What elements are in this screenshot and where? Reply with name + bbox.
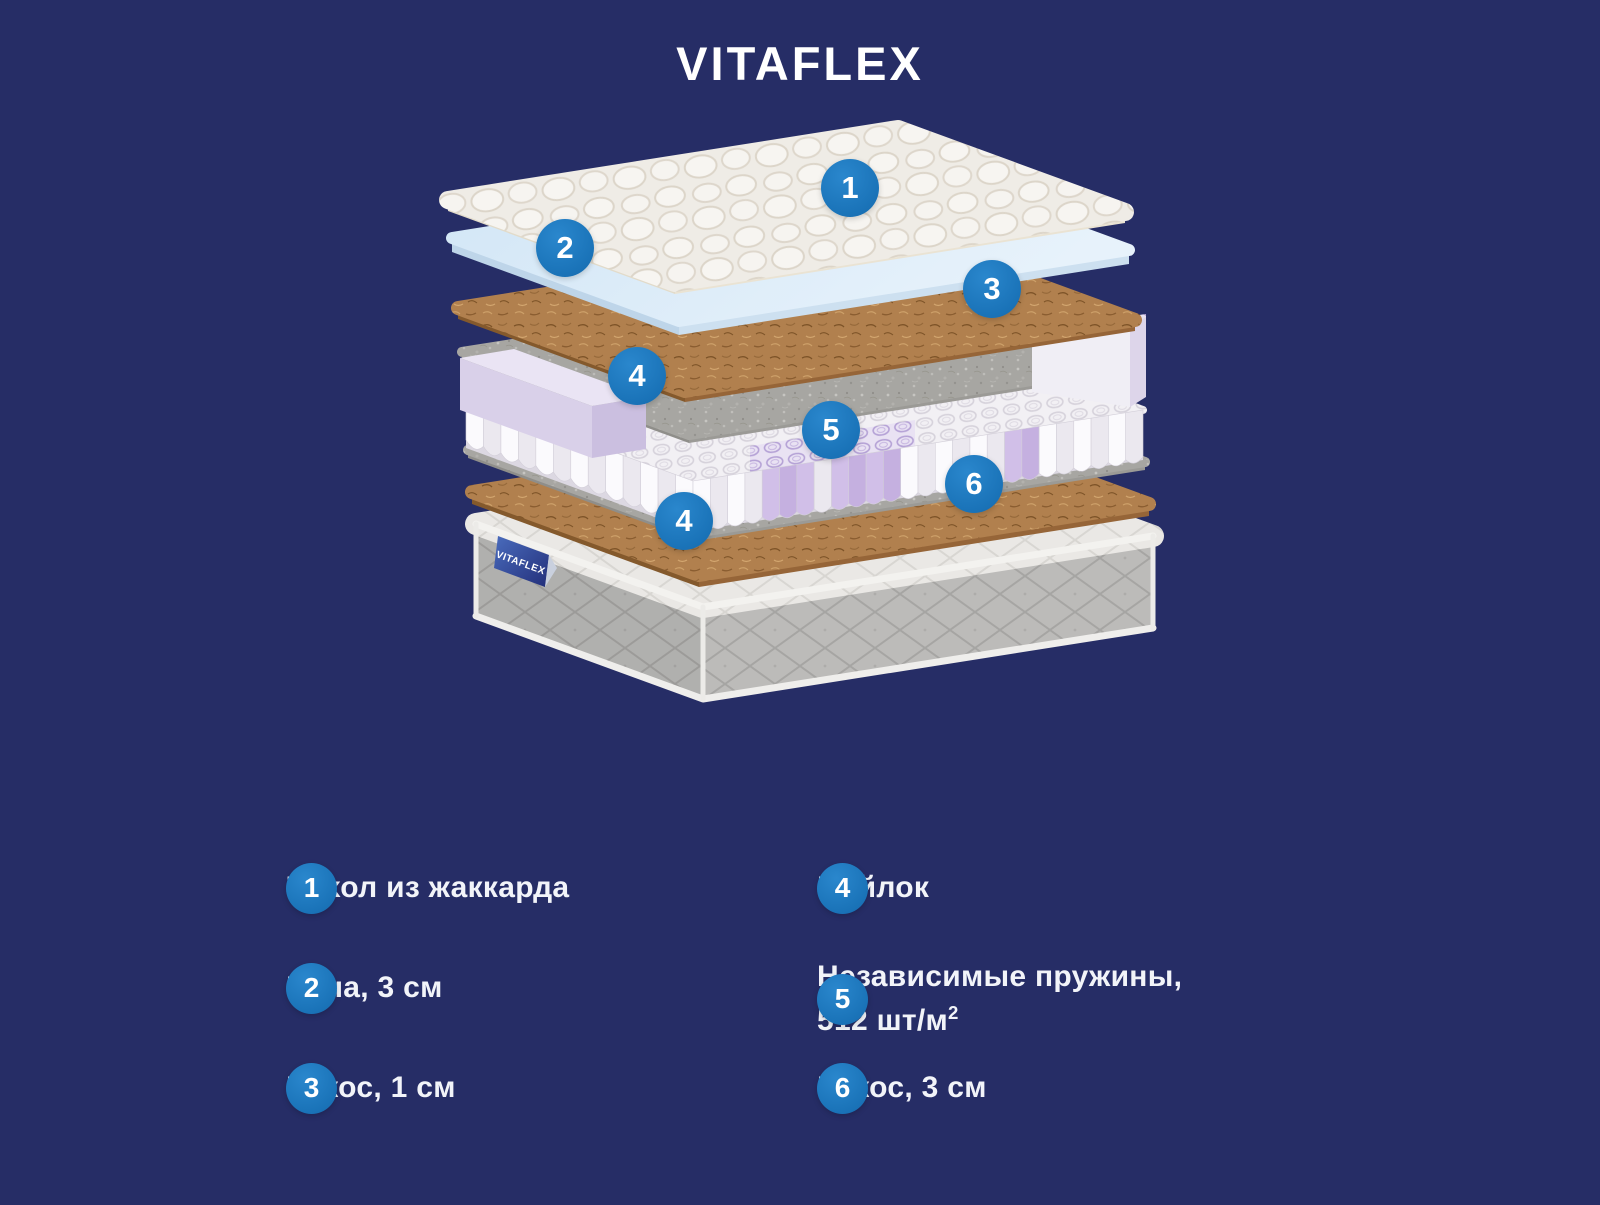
legend-badge-4: 4 [817,862,868,914]
legend-item-2: 2 Пена, 3 см [286,962,443,1014]
legend-badge-1: 1 [286,862,337,914]
brand-logo: VITAFLEX [676,37,924,90]
legend-item-4: 4 Войлок [817,862,929,914]
legend-item-5: 5 Независимые пружины,512 шт/м2 [817,959,1182,1039]
diagram-badge-2: 2 [536,219,594,277]
legend-label-5: Независимые пружины,512 шт/м2 [817,960,1183,1037]
legend-badge-3: 3 [286,1062,337,1114]
legend-badge-5: 5 [817,973,868,1025]
layer-cover [439,120,1134,294]
legend-item-1: 1 Чехол из жаккарда [286,862,569,914]
diagram-badge-6: 6 [945,455,1003,513]
diagram-badge-3: 3 [963,260,1021,318]
diagram-badge-4-bottom: 4 [655,492,713,550]
legend-badge-6: 6 [817,1062,868,1114]
legend-item-6: 6 Кокос, 3 см [817,1062,987,1114]
diagram-badge-1: 1 [821,159,879,217]
diagram-badge-4-top: 4 [608,347,666,405]
vitaflex-tag: VITAFLEX [494,536,557,587]
spring-columns-front [692,409,1144,532]
legend-badge-2: 2 [286,962,337,1014]
spring-foam-rail-left [460,349,646,458]
legend-item-3: 3 Кокос, 1 см [286,1062,456,1114]
diagram-badge-5: 5 [802,401,860,459]
